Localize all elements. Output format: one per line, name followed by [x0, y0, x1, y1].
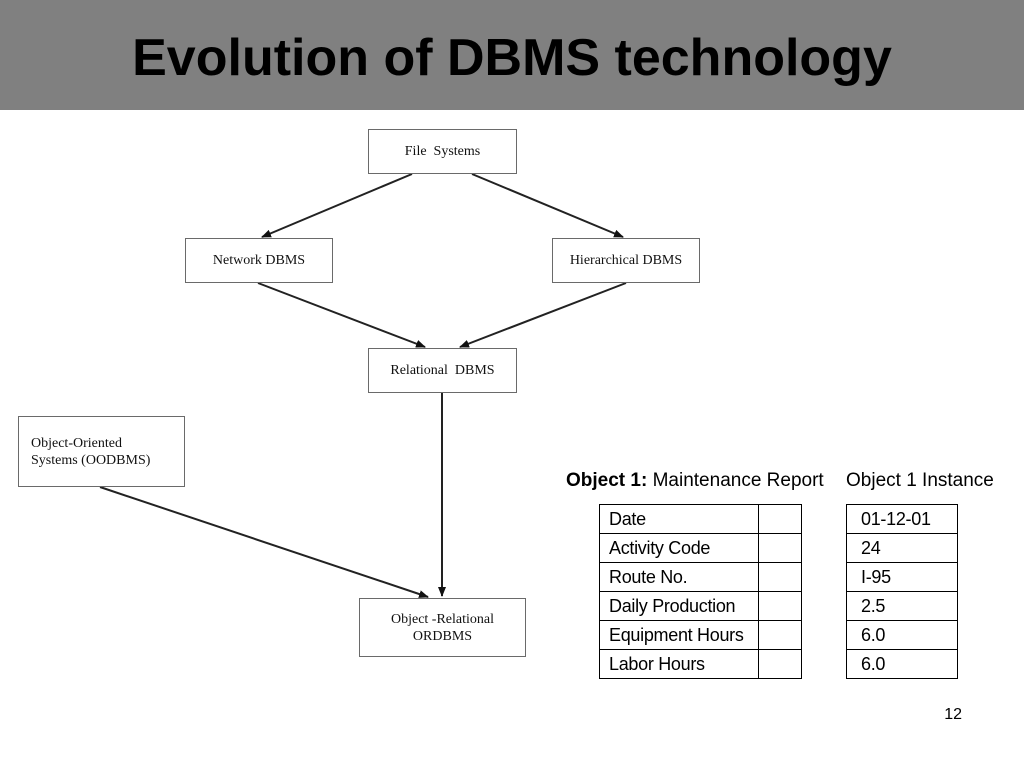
- node-oodbms: Object-Oriented Systems (OODBMS): [18, 416, 185, 487]
- table-row: 6.0: [846, 620, 958, 650]
- table-row: Activity Code: [599, 533, 802, 563]
- empty-cell: [758, 504, 802, 534]
- node-network-dbms-label: Network DBMS: [212, 253, 306, 268]
- object-table-heading-rest: Maintenance Report: [652, 470, 824, 491]
- instance-cell: 2.5: [846, 591, 958, 621]
- table-row: 01-12-01: [846, 504, 958, 534]
- arrow-file-to-network: [261, 173, 413, 238]
- attribute-cell: Route No.: [599, 562, 759, 592]
- table-row: 2.5: [846, 591, 958, 621]
- arrow-network-to-relational: [257, 282, 426, 348]
- empty-cell: [758, 649, 802, 679]
- node-file-systems: File Systems: [368, 129, 517, 174]
- page-number: 12: [944, 706, 962, 723]
- table-row: Daily Production: [599, 591, 802, 621]
- node-file-systems-label: File Systems: [404, 144, 481, 159]
- table-row: Route No.: [599, 562, 802, 592]
- object-table-heading-bold: Object 1:: [566, 470, 648, 491]
- object-table-heading: Object 1: Maintenance Report: [566, 469, 824, 493]
- instance-cell: 6.0: [846, 620, 958, 650]
- table-row: I-95: [846, 562, 958, 592]
- table-row: Date: [599, 504, 802, 534]
- empty-cell: [758, 562, 802, 592]
- instance-table-heading: Object 1 Instance: [846, 470, 994, 491]
- empty-cell: [758, 591, 802, 621]
- attribute-cell: Date: [599, 504, 759, 534]
- instance-cell: 01-12-01: [846, 504, 958, 534]
- attribute-cell: Labor Hours: [599, 649, 759, 679]
- node-ordbms: Object -Relational ORDBMS: [359, 598, 526, 657]
- node-hierarchical-dbms: Hierarchical DBMS: [552, 238, 700, 283]
- empty-cell: [758, 620, 802, 650]
- attribute-cell: Equipment Hours: [599, 620, 759, 650]
- title-bar: [0, 0, 1024, 110]
- node-ordbms-label: Object -Relational ORDBMS: [390, 611, 495, 644]
- instance-cell: 24: [846, 533, 958, 563]
- node-relational-dbms-label: Relational DBMS: [390, 363, 495, 378]
- node-oodbms-label: Object-Oriented Systems (OODBMS): [31, 435, 151, 468]
- attribute-cell: Daily Production: [599, 591, 759, 621]
- object-instance-table: 01-12-01 24 I-95 2.5 6.0 6.0: [846, 504, 958, 679]
- table-row: 6.0: [846, 649, 958, 679]
- object-attribute-table: Date Activity Code Route No. Daily Produ…: [599, 504, 802, 679]
- node-hierarchical-dbms-label: Hierarchical DBMS: [569, 253, 683, 268]
- arrow-file-to-hierarchical: [471, 173, 624, 238]
- slide-title: Evolution of DBMS technology: [132, 29, 892, 87]
- arrow-oodbms-to-ordbms: [99, 486, 429, 598]
- empty-cell: [758, 533, 802, 563]
- node-network-dbms: Network DBMS: [185, 238, 333, 283]
- table-row: 24: [846, 533, 958, 563]
- table-row: Labor Hours: [599, 649, 802, 679]
- node-relational-dbms: Relational DBMS: [368, 348, 517, 393]
- attribute-cell: Activity Code: [599, 533, 759, 563]
- arrow-hierarchical-to-relational: [459, 282, 627, 348]
- table-row: Equipment Hours: [599, 620, 802, 650]
- instance-cell: 6.0: [846, 649, 958, 679]
- instance-cell: I-95: [846, 562, 958, 592]
